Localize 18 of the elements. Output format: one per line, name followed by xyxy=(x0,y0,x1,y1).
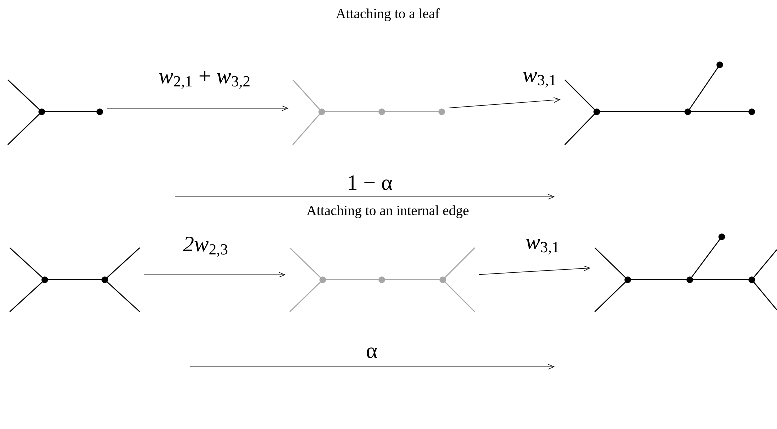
edge-label: w$_{2,1}$ + w$_{3,2}$ xyxy=(159,71,250,89)
tree-drawing xyxy=(594,234,777,312)
arrow xyxy=(144,272,286,278)
tree-drawing xyxy=(564,62,756,146)
edge-label: w$_{3,1}$ xyxy=(523,72,556,88)
rate-label: α xyxy=(367,348,378,358)
edge-label: 2w$_{2,3}$ xyxy=(183,236,228,258)
tree-drawing xyxy=(10,248,140,312)
rate-label: 1 − α xyxy=(348,176,392,190)
tree-drawing xyxy=(8,80,104,146)
arrow xyxy=(478,266,591,276)
heading: Attaching to an internal edge xyxy=(306,206,469,218)
arrow xyxy=(106,106,289,112)
heading: Attaching to a leaf xyxy=(336,8,440,22)
edge-label: w$_{3,1}$ xyxy=(526,239,559,255)
tree-drawing xyxy=(290,248,476,312)
arrow xyxy=(448,98,561,108)
tree-drawing xyxy=(292,80,446,146)
